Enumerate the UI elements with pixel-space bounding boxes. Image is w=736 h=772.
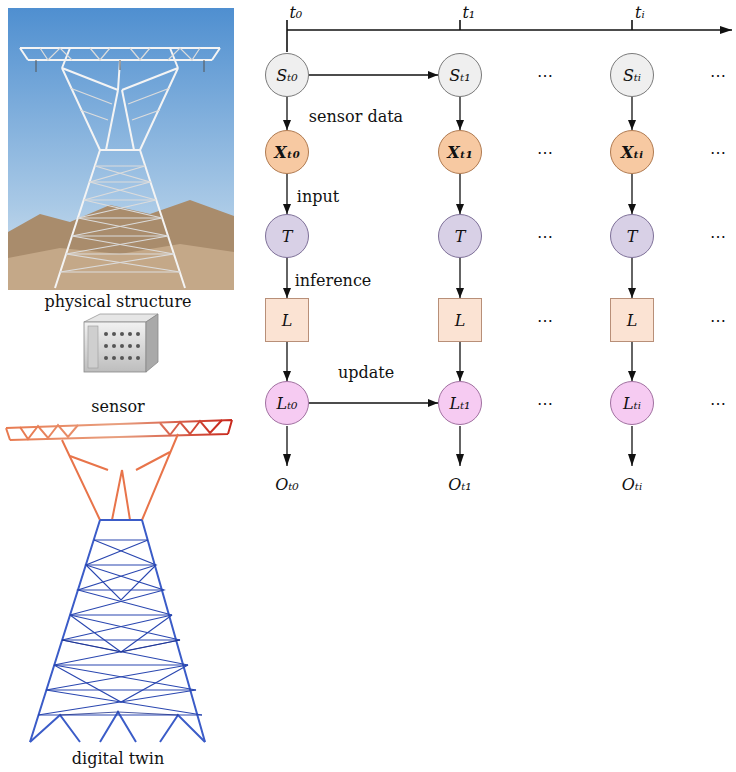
sensor-device <box>84 314 158 372</box>
connector-arrow <box>459 97 460 130</box>
timeline-axis <box>287 20 732 52</box>
ellipsis: ⋯ <box>710 394 726 413</box>
image-caption: physical structure <box>44 292 191 311</box>
node-text: T <box>455 227 466 246</box>
node-text: Xₜ₀ <box>274 143 299 162</box>
node-text: T <box>627 227 638 246</box>
node-text: L <box>455 311 466 330</box>
model-circle: T <box>265 214 309 258</box>
node-text: L <box>627 311 638 330</box>
input-data-circle: Xₜ₀ <box>265 130 309 174</box>
tower-photo <box>8 8 234 290</box>
node-text: Lₜᵢ <box>623 394 641 413</box>
edge-label: sensor data <box>307 107 405 126</box>
sensor-state-circle: Sₜ₁ <box>438 53 482 97</box>
ellipsis: ⋯ <box>537 66 553 85</box>
connector-arrow <box>309 402 438 403</box>
node-text: T <box>282 227 293 246</box>
connector-arrow <box>286 258 287 298</box>
ellipsis: ⋯ <box>710 143 726 162</box>
state-circle: Lₜ₁ <box>438 381 482 425</box>
node-text: Sₜ₀ <box>276 66 297 85</box>
connector-arrow <box>631 174 632 214</box>
edge-label: update <box>336 363 396 382</box>
ellipsis: ⋯ <box>537 227 553 246</box>
node-text: Lₜ₀ <box>277 394 298 413</box>
sensor-state-circle: Sₜᵢ <box>610 53 654 97</box>
node-text: Xₜᵢ <box>621 143 643 162</box>
node-text: L <box>282 311 293 330</box>
ellipsis: ⋯ <box>537 143 553 162</box>
edge-label: inference <box>293 271 374 290</box>
output-arrows <box>287 426 632 466</box>
time-tick: tᵢ <box>635 3 645 22</box>
time-tick: t₁ <box>462 3 475 22</box>
connector-arrow <box>631 258 632 298</box>
inference-box: L <box>265 298 309 342</box>
output-label: Oₜ₁ <box>448 475 471 494</box>
connector-arrow <box>286 342 287 381</box>
digital-twin-model <box>6 420 232 742</box>
node-text: Lₜ₁ <box>450 394 471 413</box>
connector-arrow <box>459 174 460 214</box>
sensor-state-circle: Sₜ₀ <box>265 53 309 97</box>
model-circle: T <box>610 214 654 258</box>
connector-arrow <box>631 342 632 381</box>
ellipsis: ⋯ <box>710 311 726 330</box>
inference-box: L <box>438 298 482 342</box>
ellipsis: ⋯ <box>710 66 726 85</box>
time-tick: t₀ <box>289 3 302 22</box>
ellipsis: ⋯ <box>537 394 553 413</box>
node-text: Sₜ₁ <box>449 66 470 85</box>
edge-label: input <box>295 187 341 206</box>
connector-arrow <box>459 342 460 381</box>
connector-arrow <box>286 174 287 214</box>
node-text: Xₜ₁ <box>447 143 472 162</box>
connector-arrow <box>309 74 438 75</box>
ellipsis: ⋯ <box>537 311 553 330</box>
state-circle: Lₜᵢ <box>610 381 654 425</box>
state-circle: Lₜ₀ <box>265 381 309 425</box>
node-text: Sₜᵢ <box>623 66 641 85</box>
output-label: Oₜᵢ <box>622 475 642 494</box>
image-caption: sensor <box>91 397 144 416</box>
model-circle: T <box>438 214 482 258</box>
input-data-circle: Xₜᵢ <box>610 130 654 174</box>
connector-arrow <box>631 97 632 130</box>
image-caption: digital twin <box>72 749 164 768</box>
output-label: Oₜ₀ <box>275 475 298 494</box>
connector-arrow <box>286 97 287 130</box>
input-data-circle: Xₜ₁ <box>438 130 482 174</box>
inference-box: L <box>610 298 654 342</box>
connector-arrow <box>459 258 460 298</box>
ellipsis: ⋯ <box>710 227 726 246</box>
